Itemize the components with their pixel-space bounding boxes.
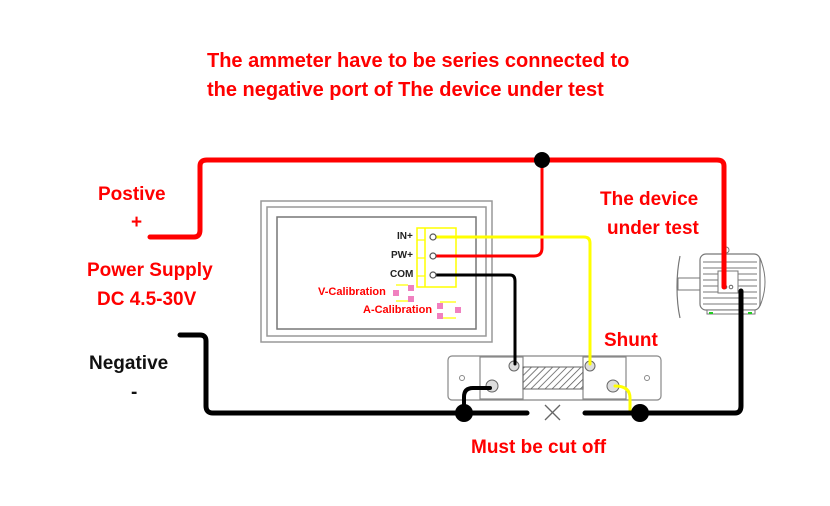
terminal-in-plus: IN+ xyxy=(397,231,413,242)
negative-symbol: - xyxy=(131,382,138,403)
negative-label: Negative xyxy=(89,353,169,374)
shunt xyxy=(447,355,662,401)
terminal-screws xyxy=(429,233,437,279)
junction-negative-left xyxy=(455,404,473,422)
device-label-line-1: The device xyxy=(600,189,699,210)
terminal-com: COM xyxy=(390,269,414,280)
positive-wire xyxy=(147,157,727,290)
negative-wire xyxy=(177,273,744,416)
v-calibration-pads xyxy=(393,284,414,302)
a-calibration-label: A-Calibration xyxy=(363,304,433,316)
shunt-label: Shunt xyxy=(604,330,658,351)
v-calibration-label: V-Calibration xyxy=(318,286,386,298)
cut-off-label: Must be cut off xyxy=(471,437,607,458)
positive-label: Postive xyxy=(98,184,166,205)
junction-positive xyxy=(534,152,550,168)
meter-panel xyxy=(260,200,493,343)
title-line-1: The ammeter have to be series connected … xyxy=(207,50,630,72)
device-label-line-2: under test xyxy=(607,218,699,239)
motor xyxy=(676,246,766,319)
signal-wire xyxy=(432,235,632,415)
junction-negative-right xyxy=(631,404,649,422)
title-line-2: the negative port of The device under te… xyxy=(207,79,604,101)
power-supply-label: Power Supply xyxy=(87,260,213,281)
terminal-pw-plus: PW+ xyxy=(391,250,413,261)
positive-symbol: + xyxy=(131,212,143,233)
x-cross-icon xyxy=(544,404,561,421)
a-calibration-pads xyxy=(437,301,461,319)
power-supply-voltage: DC 4.5-30V xyxy=(97,289,197,310)
